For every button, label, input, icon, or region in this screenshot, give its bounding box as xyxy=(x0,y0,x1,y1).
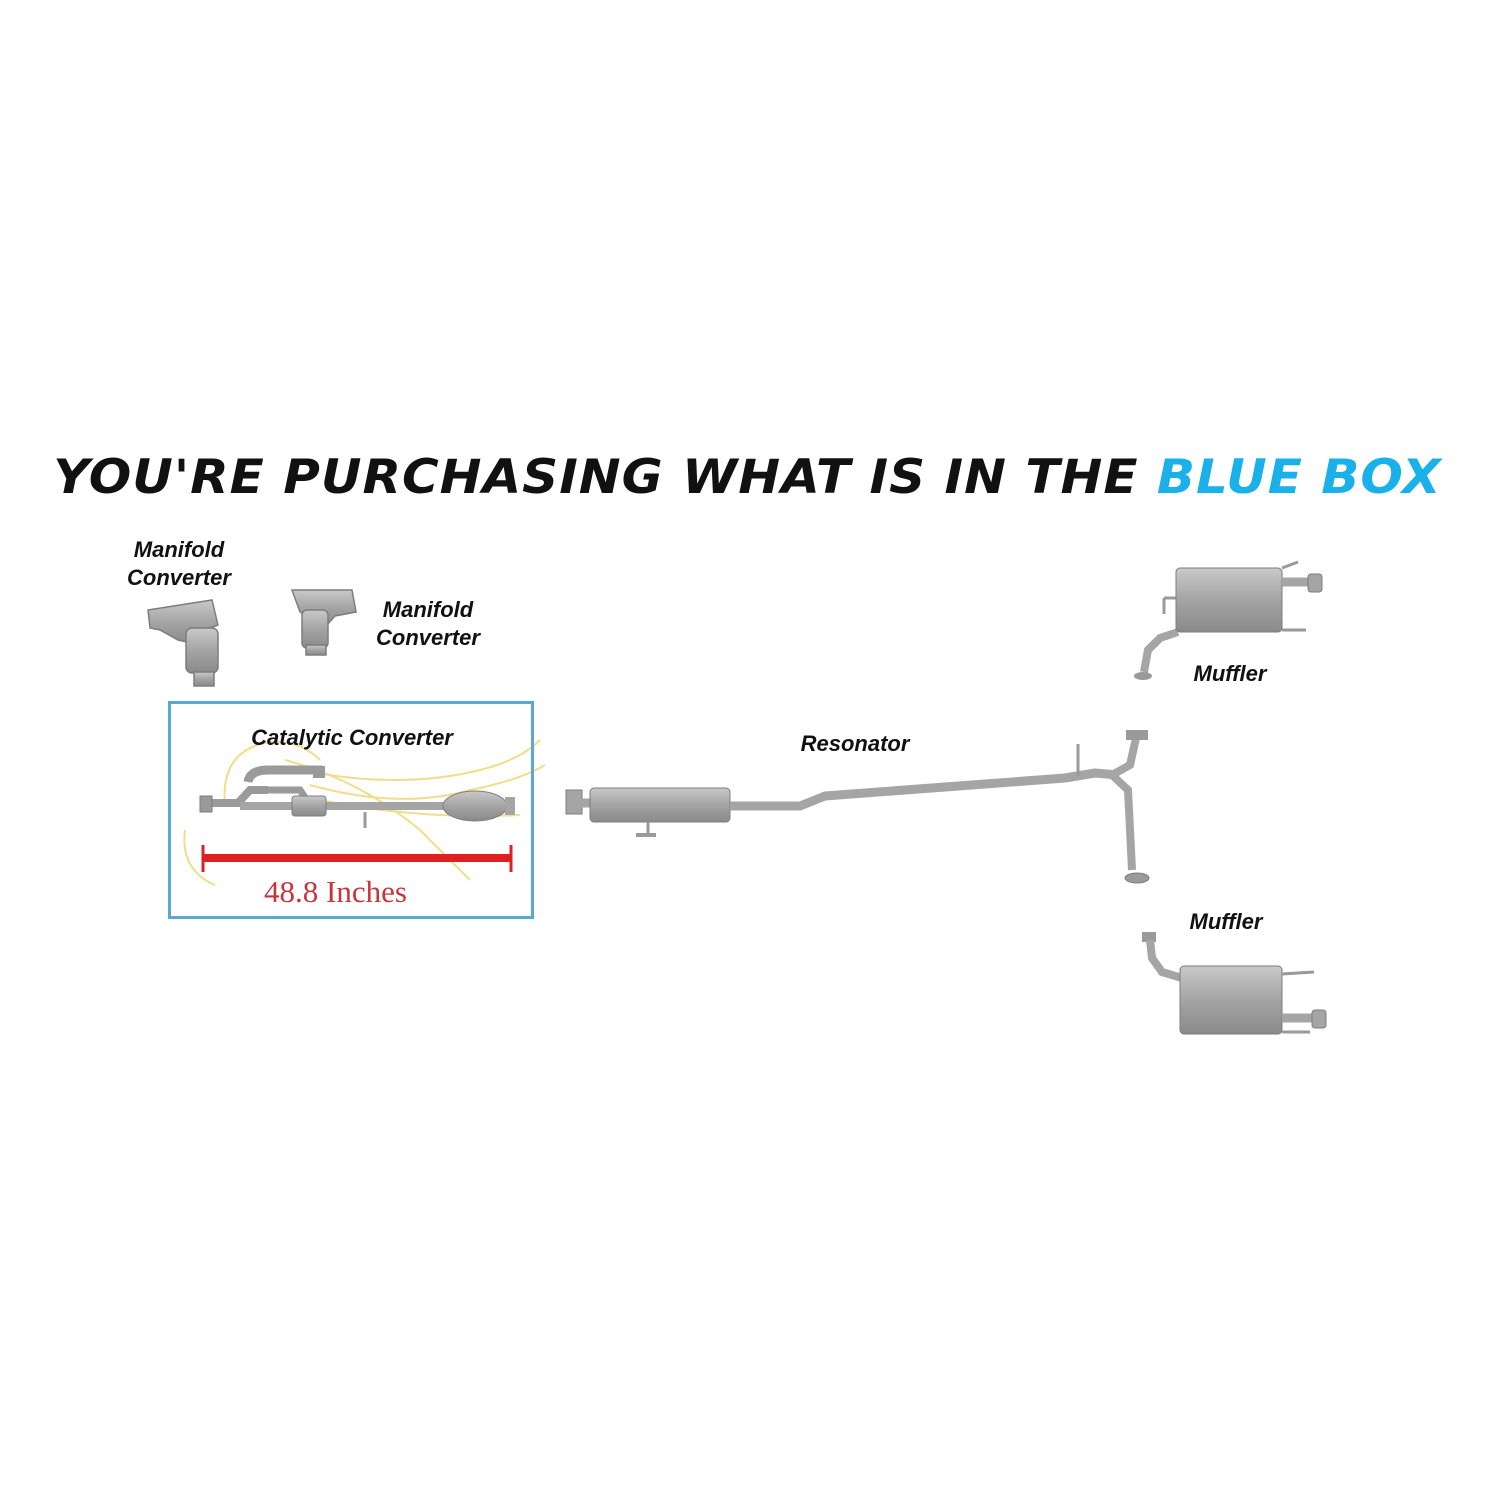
headline-accent: BLUE BOX xyxy=(1156,449,1442,505)
headline: YOU'RE PURCHASING WHAT IS IN THE BLUE BO… xyxy=(0,449,1495,504)
catalytic-converter-icon xyxy=(199,765,515,828)
measurement-bar xyxy=(201,845,513,872)
manifold-converter-left-icon xyxy=(147,599,219,687)
headline-main: YOU'RE PURCHASING WHAT IS IN THE xyxy=(53,449,1157,505)
catalytic-converter-label: Catalytic Converter xyxy=(251,725,453,750)
muffler-top-icon xyxy=(1134,560,1323,680)
muffler-bottom-icon xyxy=(1142,932,1327,1035)
blue-box-highlight xyxy=(168,701,534,919)
muffler-bottom-label: Muffler xyxy=(1189,909,1263,934)
manifold-converter-left-label: Manifold Converter xyxy=(127,537,231,590)
manifold-converter-right-label: Manifold Converter xyxy=(376,597,480,650)
measurement-label: 48.8 Inches xyxy=(264,874,407,909)
resonator-label: Resonator xyxy=(800,731,910,756)
manifold-converter-right-icon xyxy=(290,589,357,656)
resonator-pipe-icon xyxy=(565,730,1150,884)
muffler-top-label: Muffler xyxy=(1193,661,1267,686)
